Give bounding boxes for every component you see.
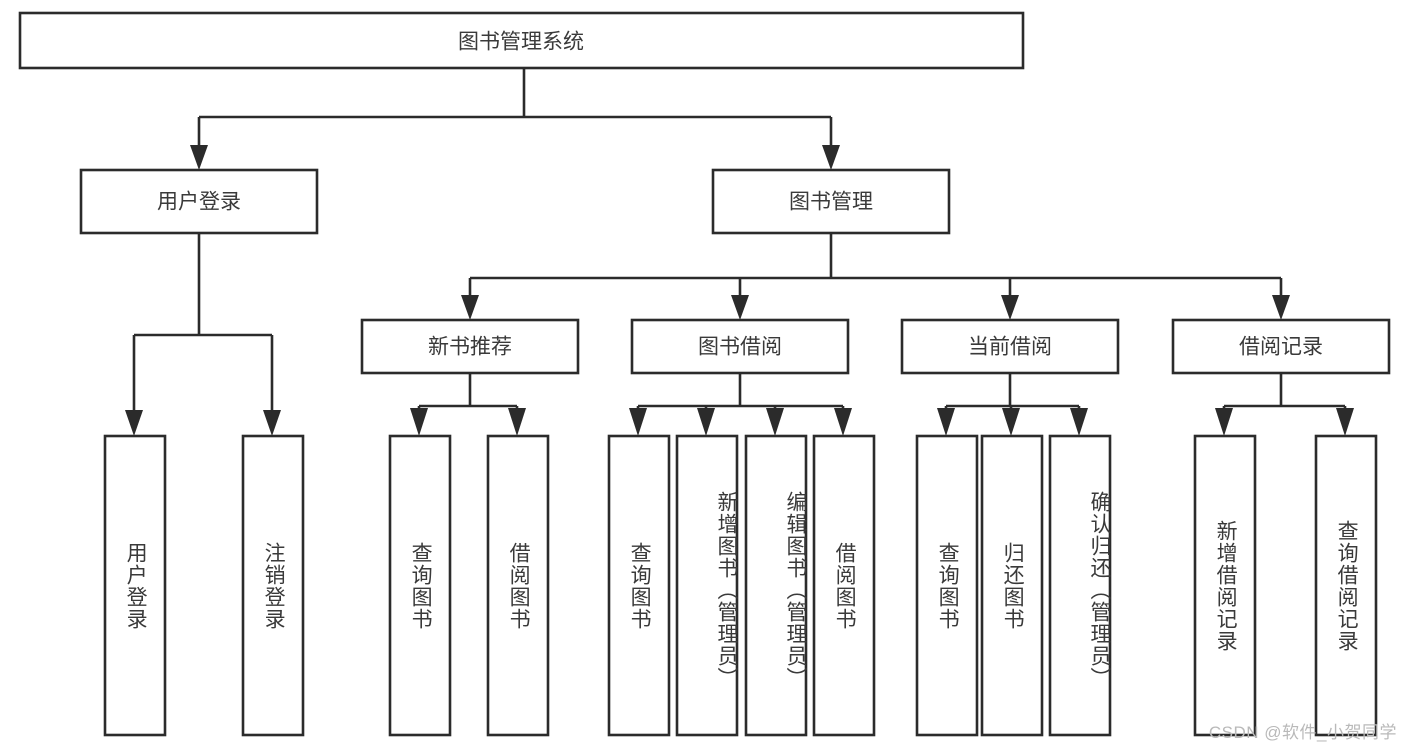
leaf-box[interactable] [607,434,671,737]
arrow-head-icon [629,408,647,436]
arrow-head-icon [190,145,208,170]
leaf-box[interactable] [1048,434,1112,737]
node-current-borrow[interactable]: 当前借阅 [900,318,1120,375]
arrow-head-icon [461,295,479,320]
arrow-head-icon [834,408,852,436]
leaf-box[interactable] [915,434,979,737]
arrow-head-icon [937,408,955,436]
leaf-box[interactable] [486,434,550,737]
watermark-text: CSDN @软件_小贺同学 [1208,723,1397,742]
leaf-box[interactable] [388,434,452,737]
node-root-label: 图书管理系统 [458,31,584,54]
connector-group-user-login [125,233,281,436]
arrow-head-icon [125,410,143,436]
connector-group-book-management [461,233,1290,320]
node-new-book-recommend-label: 新书推荐 [428,336,512,359]
arrow-head-icon [410,408,428,436]
leaf-box[interactable] [812,434,876,737]
arrow-head-icon [1002,408,1020,436]
leaf-box[interactable] [1314,434,1378,737]
connector-group-root [190,68,840,170]
arrow-head-icon [1215,408,1233,436]
node-book-borrow-label: 图书借阅 [698,336,782,359]
arrow-head-icon [766,408,784,436]
arrow-head-icon [1001,295,1019,320]
leaf-box[interactable] [103,434,167,737]
leaf-box[interactable] [1193,434,1257,737]
connector-group-book-borrow [629,373,852,436]
arrow-head-icon [508,408,526,436]
node-book-management-label: 图书管理 [789,191,873,214]
node-book-management[interactable]: 图书管理 [711,168,951,235]
leaf-boxes [103,434,1378,737]
arrow-head-icon [731,295,749,320]
leaf-box[interactable] [675,434,739,737]
arrow-head-icon [1272,295,1290,320]
arrow-head-icon [1070,408,1088,436]
node-borrow-record[interactable]: 借阅记录 [1171,318,1391,375]
connector-group-new-book-recommend [410,373,526,436]
node-user-login[interactable]: 用户登录 [79,168,319,235]
arrow-head-icon [263,410,281,436]
leaf-box[interactable] [241,434,305,737]
leaf-box[interactable] [980,434,1044,737]
node-new-book-recommend[interactable]: 新书推荐 [360,318,580,375]
connector-group-current-borrow [937,373,1088,436]
node-user-login-label: 用户登录 [157,191,241,214]
arrow-head-icon [822,145,840,170]
node-book-borrow[interactable]: 图书借阅 [630,318,850,375]
node-borrow-record-label: 借阅记录 [1239,336,1323,359]
arrow-head-icon [1336,408,1354,436]
connector-group-borrow-record [1215,373,1354,436]
node-root-book-management-system[interactable]: 图书管理系统 [18,11,1025,70]
leaf-box[interactable] [744,434,808,737]
arrow-head-icon [697,408,715,436]
node-current-borrow-label: 当前借阅 [968,336,1052,359]
